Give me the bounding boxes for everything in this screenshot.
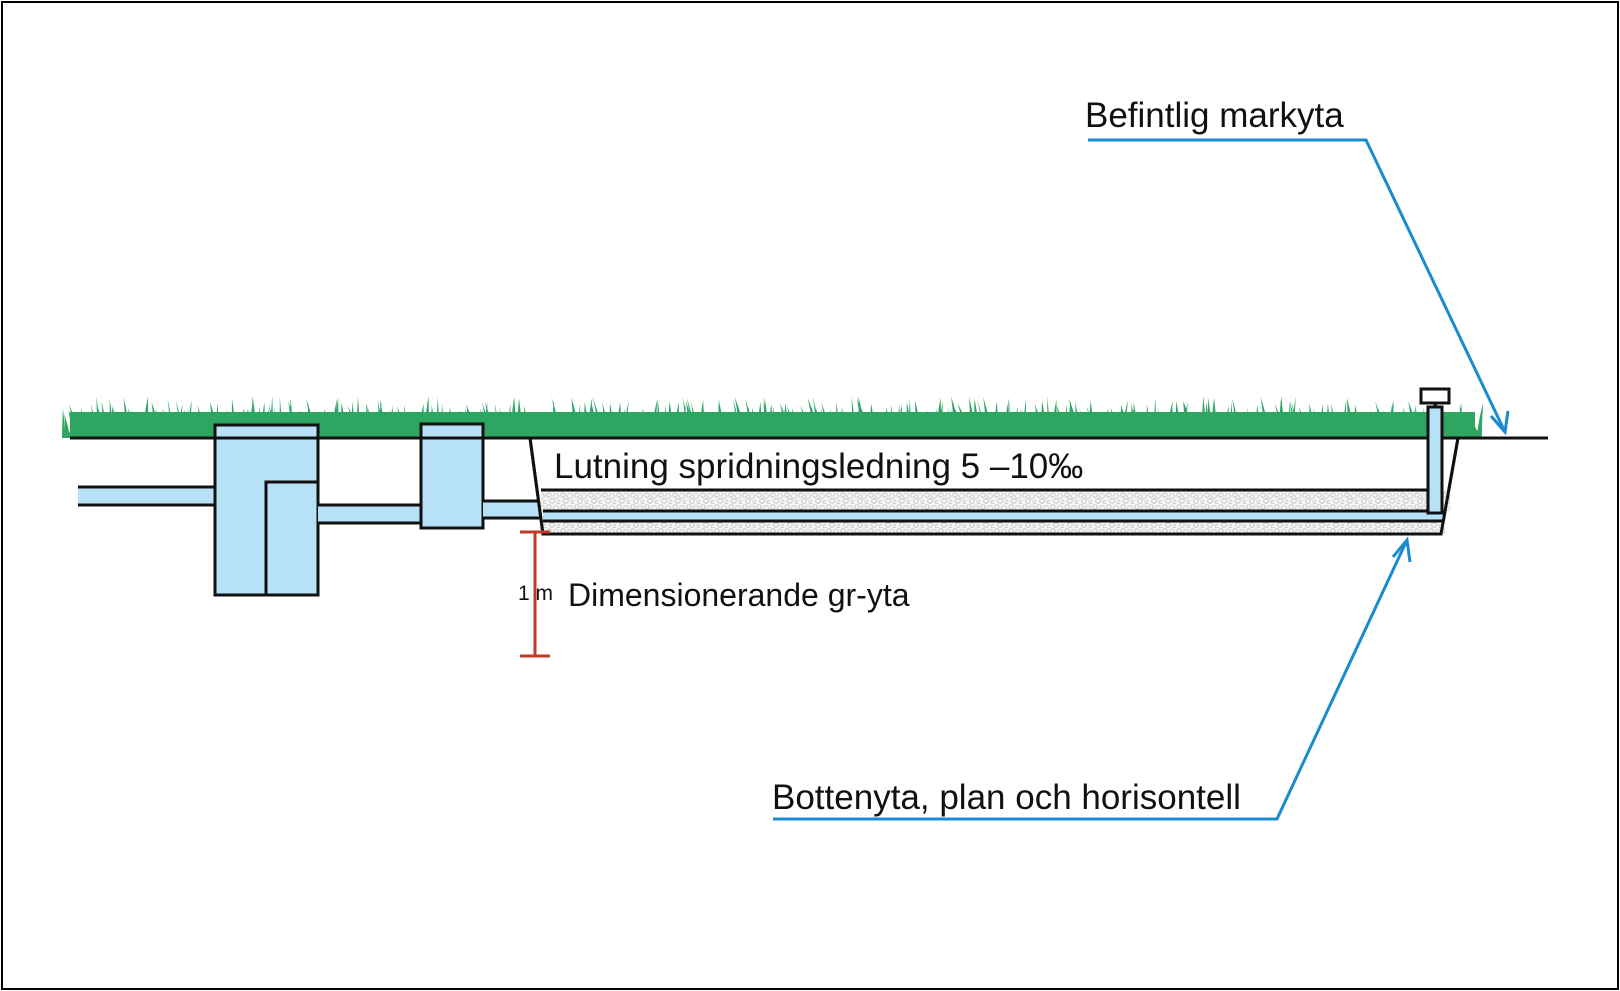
depth-dimension — [520, 530, 550, 658]
ground-surface-label: Befintlig markyta — [1085, 96, 1344, 135]
distribution-pipe — [543, 511, 1443, 521]
infiltration-bed — [528, 387, 1460, 536]
vent-pipe — [1426, 405, 1444, 515]
design-surface-label: Dimensionerande gr-yta — [568, 577, 910, 613]
distribution-well — [419, 422, 485, 530]
connecting-pipe — [318, 503, 421, 525]
leader-arrow-ground — [1088, 138, 1510, 436]
inlet-pipe — [78, 485, 216, 507]
septic-tank — [213, 423, 320, 597]
outlet-pipe — [483, 499, 543, 520]
bottom-surface-label: Bottenyta, plan och horisontell — [772, 778, 1241, 817]
leader-arrow-bottom — [773, 536, 1412, 821]
vent-cap — [1419, 387, 1451, 405]
grass-blades — [62, 396, 1484, 438]
distance-value: 1 m — [518, 582, 553, 605]
gravel-lower — [543, 521, 1445, 534]
slope-label: Lutning spridningsledning 5 –10‰ — [554, 447, 1083, 486]
gravel-upper — [541, 490, 1450, 511]
